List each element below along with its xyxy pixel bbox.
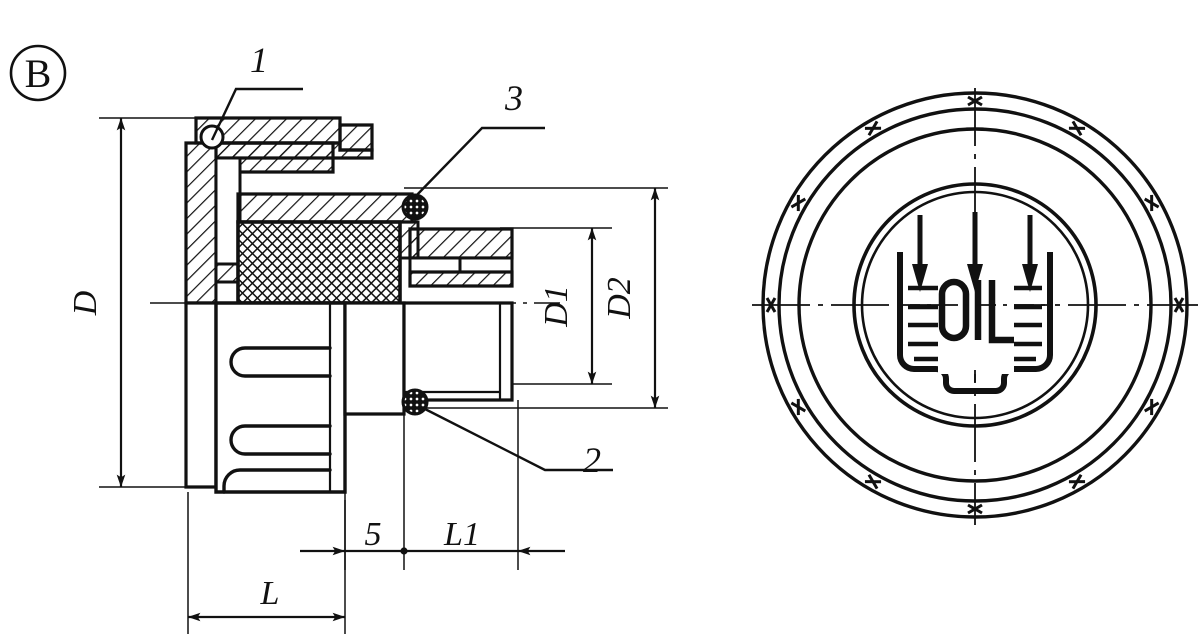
spigot-lower <box>402 301 514 402</box>
callout-2-text: 2 <box>583 440 601 480</box>
leader-2 <box>422 406 613 472</box>
oil-fill-arrow-center <box>967 212 983 292</box>
front-rim-circle <box>797 127 1153 483</box>
body-grip-slots <box>222 346 332 494</box>
dim-D2-label: D2 <box>601 277 638 320</box>
dim-D-label: D <box>67 290 104 316</box>
view-label-circle <box>9 44 67 102</box>
front-inner-circle <box>860 190 1090 420</box>
front-knurl-inner-circle <box>777 107 1173 503</box>
oil-fill-arrow-right <box>1022 215 1038 292</box>
body-outline-lower <box>214 301 347 494</box>
section-view: 1 3 2 D D1 D2 5 L1 L <box>67 40 668 634</box>
filter-element <box>236 220 402 305</box>
oil-letter-O <box>938 278 970 342</box>
front-window-circle <box>852 182 1098 428</box>
dim-D1-label: D1 <box>538 285 575 328</box>
callout-leaders <box>210 87 613 472</box>
view-label-b: B <box>9 44 67 102</box>
body-wall-lower <box>184 301 218 489</box>
callout-3-text: 3 <box>504 78 523 118</box>
thread-crest-upper <box>408 227 514 260</box>
dim-tick-dot <box>400 547 408 555</box>
callout-1-text: 1 <box>250 40 268 80</box>
oring-upper <box>401 193 429 221</box>
view-label-text: B <box>25 51 52 96</box>
element-housing-top <box>236 192 414 224</box>
oil-fill-arrow-left <box>912 215 928 292</box>
callout-labels: 1 3 2 <box>250 40 601 480</box>
oil-letter-L <box>988 280 1014 344</box>
dim-5-label: 5 <box>365 516 382 553</box>
dim-L1-label: L1 <box>443 516 480 553</box>
cap-oring-top <box>199 124 225 150</box>
front-view <box>752 88 1198 525</box>
flange-lower <box>343 301 406 416</box>
leader-1 <box>210 87 303 141</box>
cap-top-lip <box>338 123 374 152</box>
oil-filler-symbol <box>897 212 1053 395</box>
oil-fill-arrows <box>912 212 1038 292</box>
dim-L-label: L <box>260 575 280 612</box>
front-knurl-ticks <box>765 95 1185 515</box>
extension-lines <box>99 117 668 634</box>
thread-flank-upper <box>408 270 514 288</box>
oring-lower <box>401 388 429 416</box>
leader-3 <box>411 126 545 201</box>
front-outer-circle <box>761 91 1189 519</box>
